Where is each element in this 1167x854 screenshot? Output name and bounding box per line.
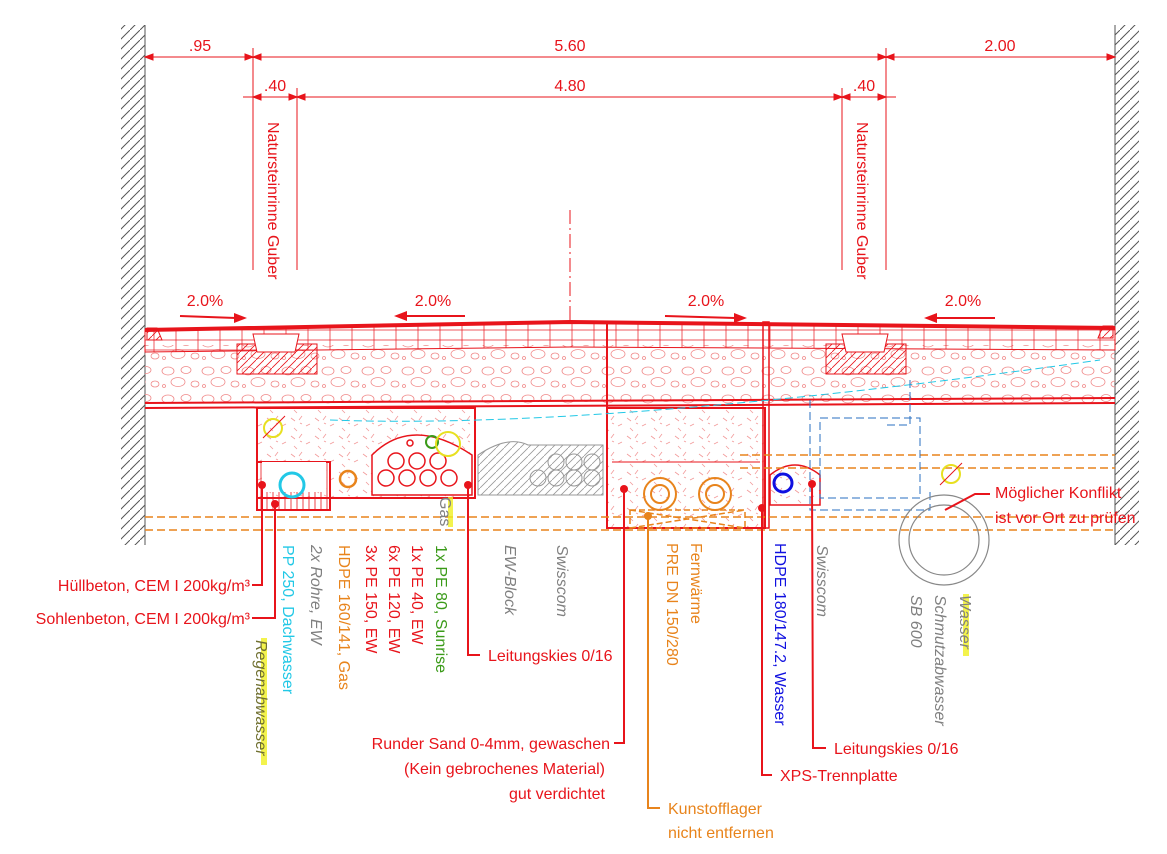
edge-curbs: [146, 325, 1114, 341]
label-regenabwasser: Regenabwasser: [252, 640, 269, 756]
label-pp250: PP 250, Dachwasser: [279, 545, 296, 695]
ew-pipe-bundle: [377, 439, 458, 487]
pipe-sb600-schmutzabwasser: [898, 494, 990, 586]
slope-label-2: 2.0%: [415, 293, 451, 310]
label-fernwaerme: Fernwärme: [687, 543, 704, 624]
label-pe150: 3x PE 150, EW: [362, 545, 379, 654]
callout-xps: XPS-Trennplatte: [780, 768, 898, 785]
ew-pipe-bundle-envelope: [371, 434, 473, 496]
slope-label-3: 2.0%: [688, 293, 724, 310]
pipe-gas-existing: [435, 431, 461, 457]
left-building-wall: [121, 25, 145, 545]
callout-sand-line3: gut verdichtet: [509, 786, 606, 803]
highlight-gas: [448, 497, 453, 527]
slope-label-1: 2.0%: [187, 293, 223, 310]
gutter-channel-right: [841, 333, 889, 353]
pipe-sb600-inner: [908, 504, 980, 576]
slope-label-4: 2.0%: [945, 293, 981, 310]
dimension-480: 4.80: [554, 78, 585, 95]
pipe-pe80-sunrise: [425, 435, 439, 449]
gutter-label-right: Natursteinrinne Guber: [853, 122, 870, 280]
label-swisscom-left: Swisscom: [553, 545, 570, 617]
dimension-095: .95: [189, 38, 211, 55]
dimension-560: 5.60: [554, 38, 585, 55]
conflict-mark-right: [939, 462, 963, 486]
label-swisscom-right: Swisscom: [813, 545, 830, 617]
pipe-hdpe-wasser: [772, 472, 794, 494]
callout-sohlenbeton: Sohlenbeton, CEM I 200kg/m³: [36, 611, 251, 628]
dimension-040-left: .40: [264, 78, 286, 95]
dimension-040-right: .40: [853, 78, 875, 95]
dimension-200: 2.00: [984, 38, 1015, 55]
pipe-hdpe-gas: [338, 469, 358, 489]
callout-konflikt-line2: ist vor Ort zu prüfen: [995, 510, 1136, 527]
pipe-fernwaerme-2-inner: [705, 484, 725, 504]
swisscom-conduits: [529, 453, 601, 487]
existing-manhole-structure: [809, 380, 931, 511]
pipe-conflict-left: [263, 418, 283, 438]
callout-leitungskies-right: Leitungskies 0/16: [834, 741, 959, 758]
callout-leaders: [252, 480, 990, 776]
callout-kunststofflager-line2: nicht entfernen: [668, 825, 774, 842]
label-rohre-ew: 2x Rohre, EW: [307, 544, 324, 646]
callout-leitungskies-left: Leitungskies 0/16: [488, 648, 613, 665]
pipe-wasser-existing: [941, 464, 961, 484]
label-wasser: Wasser: [956, 595, 973, 650]
conflict-mark-left: [262, 415, 286, 439]
highlight-wasser: [963, 594, 969, 656]
base-course-line-1: [144, 397, 1116, 404]
label-pe120: 6x PE 120, EW: [385, 545, 402, 654]
road-surface: [144, 319, 1116, 332]
existing-drain-line: [329, 359, 1101, 422]
huellbeton-inner: [262, 462, 326, 492]
kunststofflager-leader: [647, 516, 660, 809]
right-building-wall: [1115, 25, 1139, 545]
dimension-line-top: [143, 48, 1117, 270]
label-gas: Gas: [436, 497, 453, 526]
label-pre-dn: PRE DN 150/280: [663, 543, 680, 666]
dimension-line-second: [243, 88, 896, 270]
gutter-channel-left: [252, 333, 300, 353]
gutter-label-left: Natursteinrinne Guber: [264, 122, 281, 280]
label-pe80: 1x PE 80, Sunrise: [432, 545, 449, 673]
ew-block-swisscom: [477, 441, 604, 496]
slope-arrows: [179, 311, 995, 323]
xps-trennplatte: [762, 321, 770, 529]
callout-konflikt-line1: Möglicher Konflikt: [995, 485, 1122, 502]
label-pe40: 1x PE 40, EW: [408, 545, 425, 645]
callout-sand-line2: (Kein gebrochenes Material): [404, 761, 605, 778]
callout-kunststofflager-line1: Kunstofflager: [668, 801, 763, 818]
label-hdpe-wasser: HDPE 180/147.2, Wasser: [771, 543, 788, 726]
callout-sand-line1: Runder Sand 0-4mm, gewaschen: [372, 736, 610, 753]
pipe-fernwaerme-1-inner: [650, 484, 670, 504]
highlight-regenabwasser: [261, 638, 267, 765]
callout-huellbeton: Hüllbeton, CEM I 200kg/m³: [58, 578, 251, 595]
label-hdpe-gas: HDPE 160/141, Gas: [335, 545, 352, 690]
pipe-pp250-dachwasser: [278, 471, 306, 499]
label-schmutzabwasser: Schmutzabwasser: [931, 595, 948, 726]
label-sb600: SB 600: [907, 595, 924, 648]
label-ew-block: EW-Block: [501, 545, 518, 616]
